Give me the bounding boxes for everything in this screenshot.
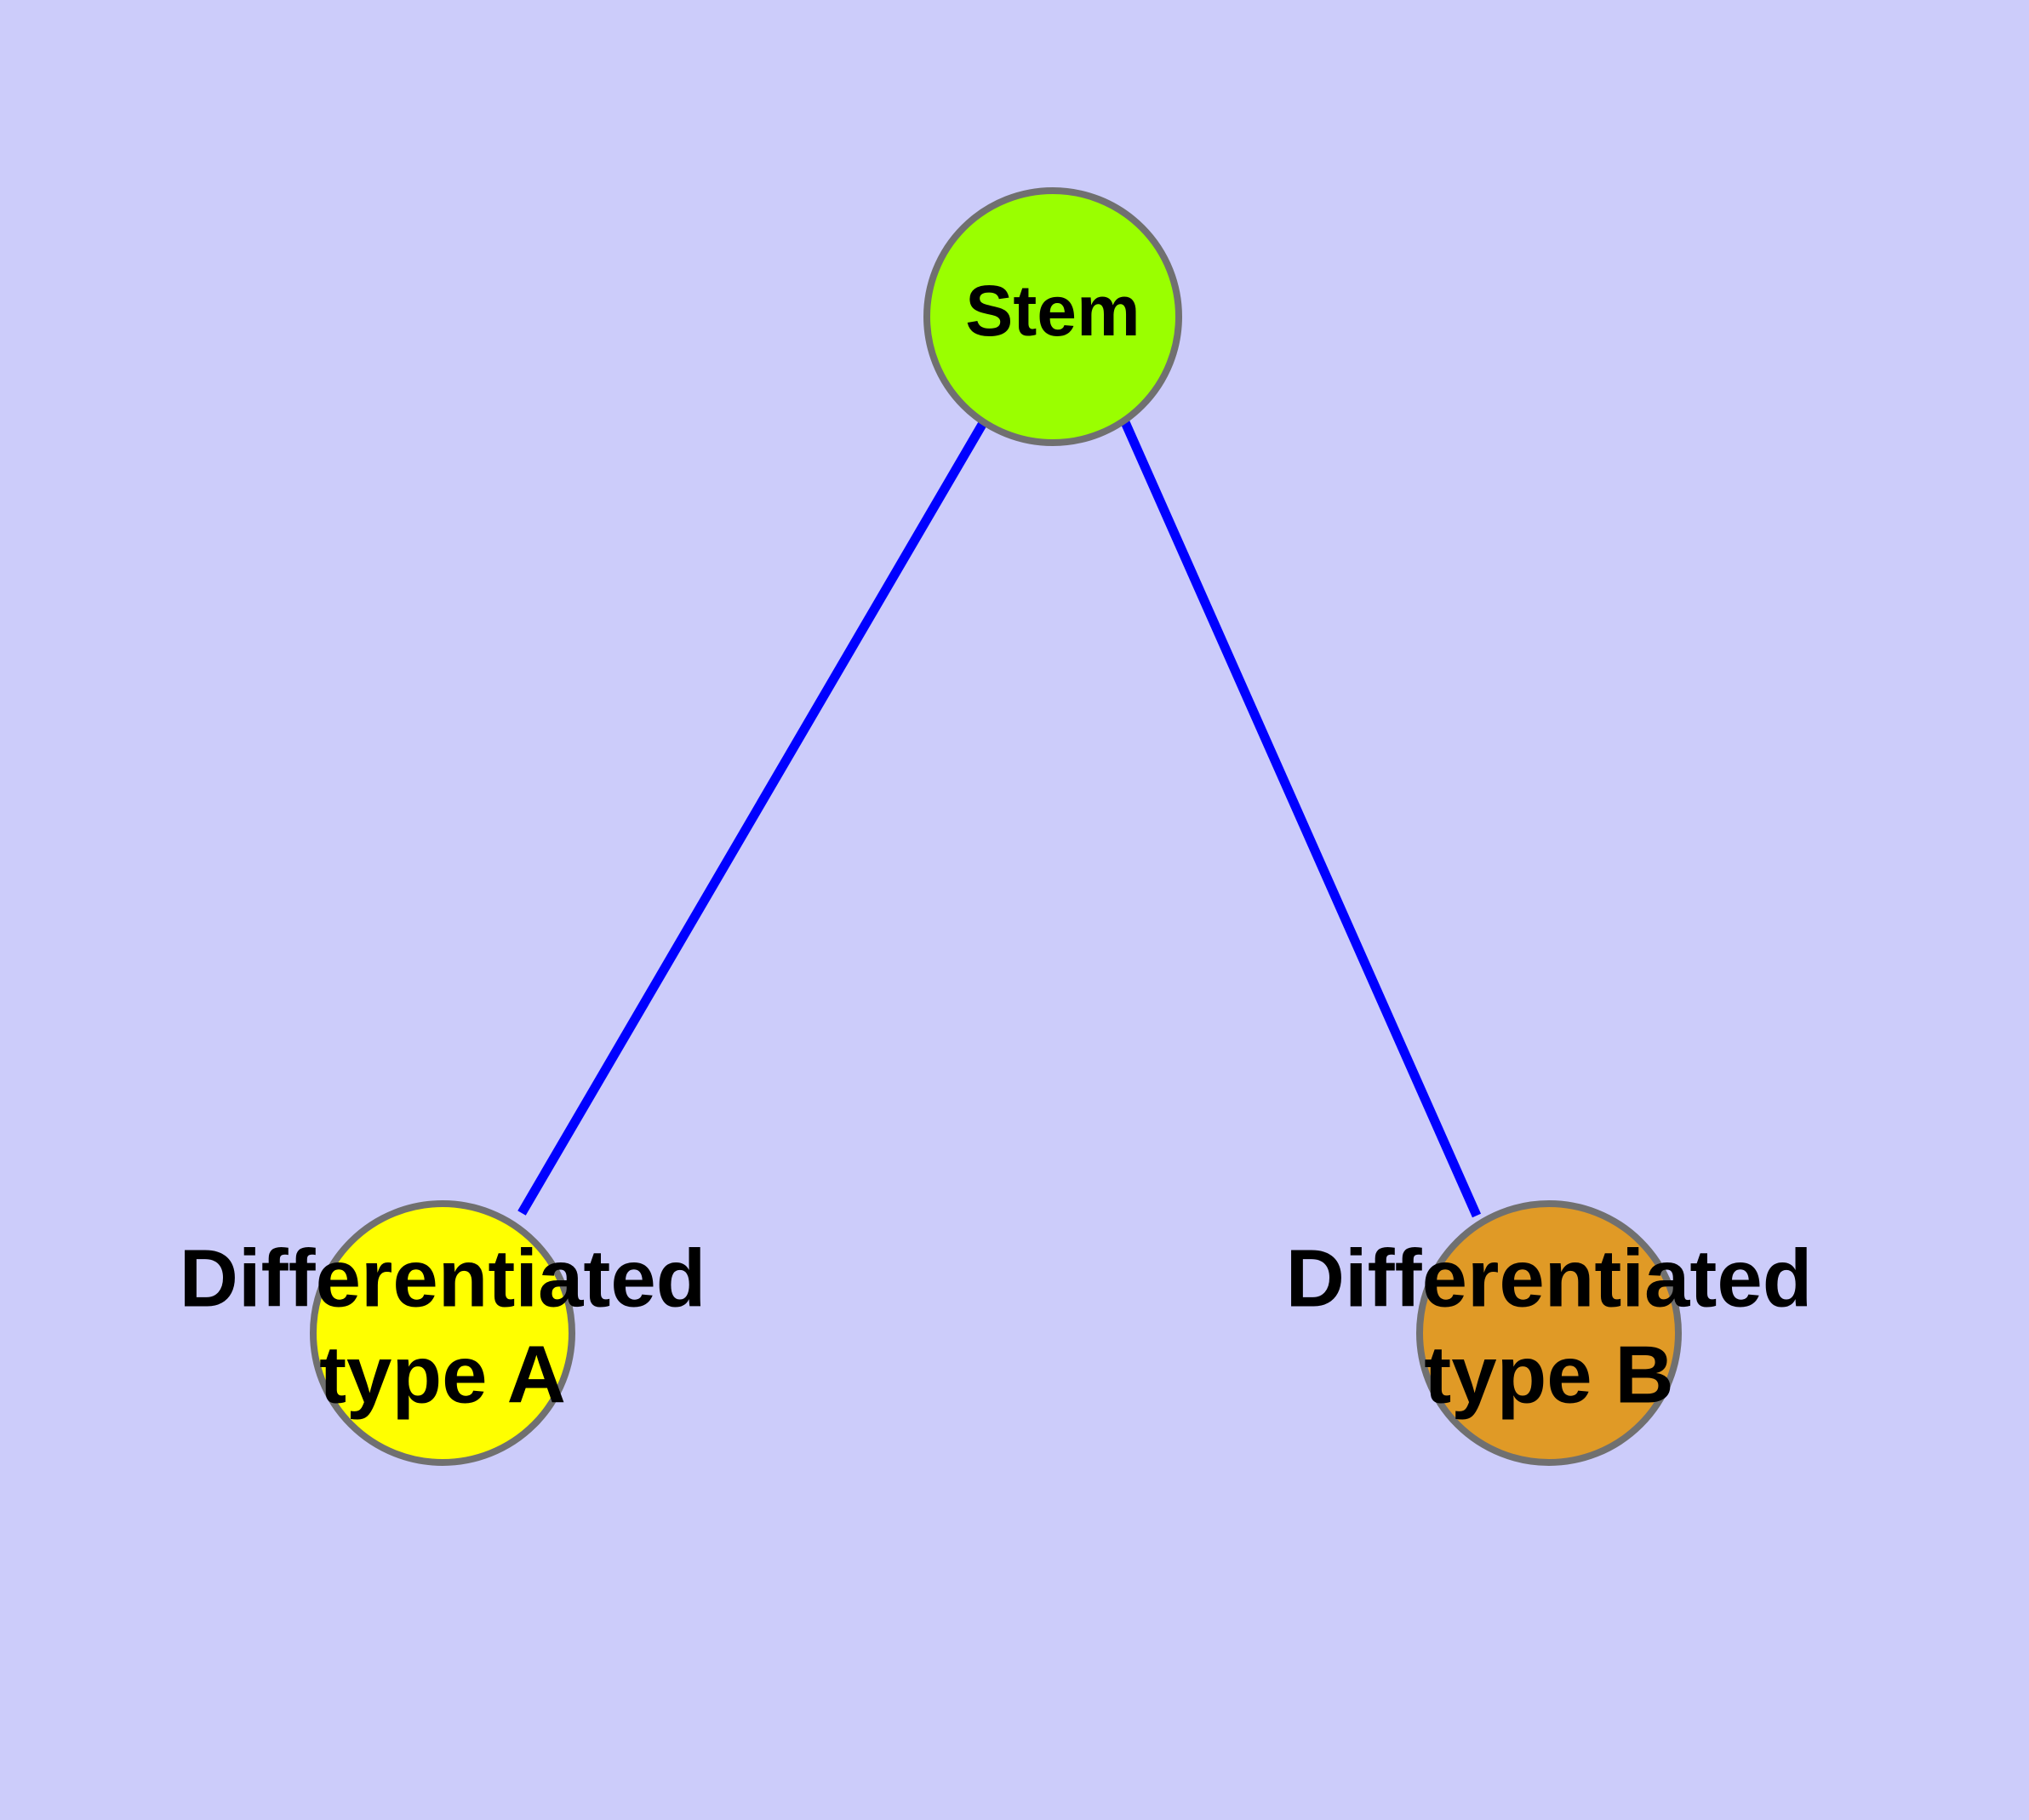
edge-stem-to-differentiated-type-b[interactable] bbox=[1120, 420, 1482, 1218]
edge-stem-to-differentiated-type-a[interactable] bbox=[517, 421, 987, 1216]
node-differentiated-type-b-circle[interactable] bbox=[1416, 1200, 1682, 1466]
node-stem-circle[interactable] bbox=[923, 187, 1182, 446]
node-stem-label: Stem bbox=[965, 271, 1140, 351]
node-differentiated-type-a-circle[interactable] bbox=[310, 1200, 575, 1466]
edge-layer bbox=[517, 420, 1482, 1218]
node-layer bbox=[310, 187, 1682, 1466]
